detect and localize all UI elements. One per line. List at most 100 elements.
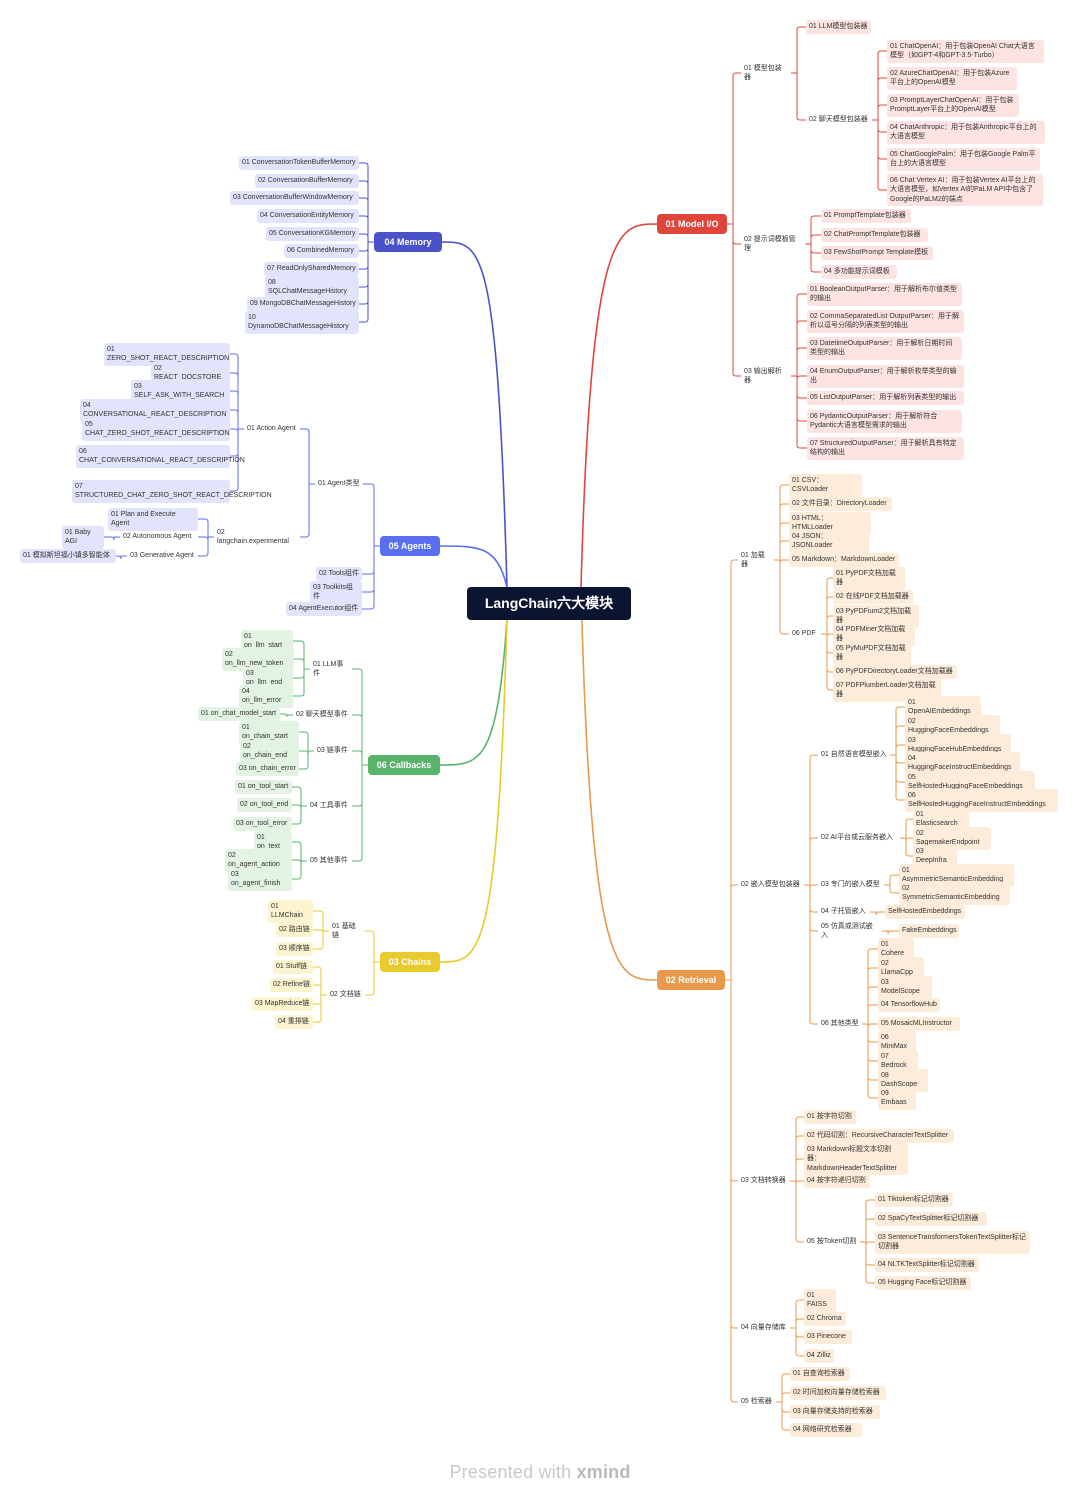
leaf-topic[interactable]: 02 on_tool_end	[237, 798, 292, 812]
leaf-topic[interactable]: 03 on_agent_finish	[228, 867, 292, 891]
leaf-topic[interactable]: FakeEmbeddings	[899, 924, 959, 938]
leaf-topic[interactable]: 02 SymmetricSemanticEmbedding	[899, 881, 1010, 905]
subtopic[interactable]: 02 文档链	[330, 991, 361, 998]
leaf-topic[interactable]: 03 SentenceTransformersTokenTextSplitter…	[875, 1230, 1030, 1254]
subtopic[interactable]: 03 链事件	[317, 747, 348, 754]
leaf-topic[interactable]: 04 NLTKTextSplitter标记切割器	[875, 1258, 979, 1272]
subtopic[interactable]: 01 基础链	[332, 922, 356, 940]
leaf-topic[interactable]: 09 MongoDBChatMessageHistory	[247, 297, 359, 311]
subtopic[interactable]: 02 聊天模型包装器	[809, 116, 868, 123]
leaf-topic[interactable]: 01 模拟斯坦福小镇多智能体	[20, 549, 116, 563]
leaf-topic[interactable]: SelfHostedEmbeddings	[885, 905, 965, 919]
leaf-topic[interactable]: 03 DeepInfra	[913, 844, 957, 868]
leaf-topic[interactable]: 04 网络研究检索器	[790, 1423, 862, 1437]
leaf-topic[interactable]: 05 ListOutputParser：用于解析列表类型的输出	[807, 391, 964, 405]
leaf-topic[interactable]: 06 PydanticOutputParser：用于解析符合Pydantic大语…	[807, 409, 962, 433]
leaf-topic[interactable]: 06 Chat Vertex AI：用于包装Vertex AI平台上的大语言模型…	[887, 173, 1043, 206]
branch-chains[interactable]: 03 Chains	[380, 952, 440, 972]
subtopic[interactable]: 05 检索器	[741, 1398, 772, 1405]
leaf-topic[interactable]: 07 ReadOnlySharedMemory	[264, 262, 359, 276]
leaf-topic[interactable]: 01 OpenAIEmbeddings	[905, 695, 981, 719]
leaf-topic[interactable]: 01 CSV：CSVLoader	[789, 473, 862, 497]
subtopic[interactable]: 05 仿真或测试嵌入	[821, 922, 873, 940]
leaf-topic[interactable]: 03 on_llm_end	[243, 666, 293, 690]
leaf-topic[interactable]: 01 Baby AGI	[62, 525, 104, 549]
branch-retrieval[interactable]: 02 Retrieval	[657, 970, 725, 990]
leaf-topic[interactable]: 02 on_chain_end	[240, 739, 299, 763]
leaf-topic[interactable]: 01 on_llm_start	[241, 629, 293, 653]
branch-agents[interactable]: 05 Agents	[380, 536, 440, 556]
leaf-topic[interactable]: 04 按字符递归切割	[804, 1174, 870, 1188]
subtopic[interactable]: 02 Autonomous Agent	[123, 533, 192, 540]
leaf-topic[interactable]: 08 DashScope	[878, 1068, 928, 1092]
leaf-topic[interactable]: 03 MapReduce链	[252, 997, 313, 1011]
leaf-topic[interactable]: 02 Refine链	[270, 978, 313, 992]
leaf-topic[interactable]: 04 ChatAnthropic：用于包装Anthropic平台上的大语言模型	[887, 120, 1045, 144]
leaf-topic[interactable]: 02 CommaSeparatedList OutputParser：用于解析以…	[807, 309, 964, 333]
leaf-topic[interactable]: 02 Chroma	[804, 1312, 846, 1326]
leaf-topic[interactable]: 01 BooleanOutputParser：用于解析布尔值类型的输出	[807, 282, 962, 306]
leaf-topic[interactable]: 03 Markdown标题文本切割器：MarkdownHeaderTextSpl…	[804, 1142, 908, 1175]
leaf-topic[interactable]: 03 HuggingFaceHubEmbeddings	[905, 733, 1011, 757]
leaf-topic[interactable]: 01 PyPDF文档加载器	[833, 566, 905, 590]
leaf-topic[interactable]: 04 EnumOutputParser：用于解析枚举类型的输出	[807, 364, 964, 388]
leaf-topic[interactable]: 01 on_chain_start	[239, 720, 299, 744]
branch-memory[interactable]: 04 Memory	[374, 232, 442, 252]
leaf-topic[interactable]: 06 PyPDFDirectoryLoader文档加载器	[833, 665, 957, 679]
leaf-topic[interactable]: 02 ConversationBufferMemory	[255, 174, 359, 188]
leaf-topic[interactable]: 08 SQLChatMessageHistory	[265, 275, 359, 299]
leaf-topic[interactable]: 02 LlamaCpp	[878, 956, 924, 980]
leaf-topic[interactable]: 01 LLMChain	[268, 899, 313, 923]
leaf-topic[interactable]: 07 Bedrock	[878, 1049, 918, 1073]
subtopic[interactable]: 05 按Token切割	[807, 1238, 857, 1245]
leaf-topic[interactable]: 02 文件目录：DirectoryLoader	[789, 497, 892, 511]
leaf-topic[interactable]: 05 ChatGooglePalm：用于包装Google Palm平台上的大语言…	[887, 147, 1040, 171]
leaf-topic[interactable]: 01 ChatOpenAI：用于包装OpenAI Chat大语言模型（如GPT-…	[887, 39, 1044, 63]
leaf-topic[interactable]: 02 SpaCyTextSplitter标记切割器	[875, 1212, 987, 1226]
leaf-topic[interactable]: 06 SelfHostedHuggingFaceInstructEmbeddin…	[905, 788, 1058, 812]
subtopic[interactable]: 05 其他事件	[310, 857, 348, 864]
leaf-topic[interactable]: 01 ConversationTokenBufferMemory	[239, 156, 359, 170]
leaf-topic[interactable]: 04 多功能提示词模板	[821, 265, 897, 279]
subtopic[interactable]: 03 Generative Agent	[130, 552, 194, 559]
leaf-topic[interactable]: 05 CHAT_ZERO_SHOT_REACT_DESCRIPTION	[82, 417, 230, 441]
leaf-topic[interactable]: 09 Embaas	[878, 1086, 916, 1110]
leaf-topic[interactable]: 03 Pinecone	[804, 1330, 852, 1344]
leaf-topic[interactable]: 01 Cohere	[878, 937, 914, 961]
leaf-topic[interactable]: 02 路由链	[276, 923, 313, 937]
leaf-topic[interactable]: 04 重排链	[275, 1015, 313, 1029]
leaf-topic[interactable]: 04 ConversationEntityMemory	[257, 209, 359, 223]
subtopic[interactable]: 04 子托管嵌入	[821, 908, 866, 915]
leaf-topic[interactable]: 03 向量存储支持的检索器	[790, 1405, 880, 1419]
branch-callbacks[interactable]: 06 Callbacks	[368, 755, 440, 775]
leaf-topic[interactable]: 02 on_agent_action	[225, 848, 292, 872]
leaf-topic[interactable]: 03 on_tool_error	[233, 817, 292, 831]
leaf-topic[interactable]: 01 ZERO_SHOT_REACT_DESCRIPTION	[104, 342, 230, 366]
subtopic[interactable]: 02 聊天模型事件	[296, 711, 348, 718]
leaf-topic[interactable]: 01 LLM模型包装器	[806, 20, 871, 34]
leaf-topic[interactable]: 02 Tools组件	[316, 567, 362, 581]
leaf-topic[interactable]: 03 on_chain_error	[236, 762, 299, 776]
leaf-topic[interactable]: 02 SagemakerEndpoint	[913, 826, 991, 850]
leaf-topic[interactable]: 01 PromptTemplate包装器	[821, 209, 911, 223]
leaf-topic[interactable]: 04 Zilliz	[804, 1349, 834, 1363]
leaf-topic[interactable]: 06 CombinedMemory	[284, 244, 359, 258]
leaf-topic[interactable]: 03 SELF_ASK_WITH_SEARCH	[131, 379, 230, 403]
subtopic[interactable]: 04 向量存储库	[741, 1324, 786, 1331]
leaf-topic[interactable]: 04 PDFMiner文档加载器	[833, 622, 915, 646]
leaf-topic[interactable]: 06 CHAT_CONVERSATIONAL_REACT_DESCRIPTION	[76, 444, 245, 468]
leaf-topic[interactable]: 01 on_chat_model_start	[198, 707, 280, 721]
leaf-topic[interactable]: 01 自查询检索器	[790, 1367, 850, 1381]
leaf-topic[interactable]: 01 FAISS	[804, 1288, 836, 1312]
leaf-topic[interactable]: 05 ConversationKGMemory	[266, 227, 359, 241]
leaf-topic[interactable]: 10 DynamoDBChatMessageHistory	[245, 310, 359, 334]
root-topic[interactable]: LangChain六大模块	[467, 587, 631, 620]
subtopic[interactable]: 02 AI平台或云服务嵌入	[821, 834, 893, 841]
leaf-topic[interactable]: 04 CONVERSATIONAL_REACT_DESCRIPTION	[80, 398, 230, 422]
leaf-topic[interactable]: 03 FewShotPrompt Template模板	[821, 246, 933, 260]
leaf-topic[interactable]: 03 HTML：HTMLLoader	[789, 511, 871, 535]
leaf-topic[interactable]: 03 ConversationBufferWindowMemory	[230, 191, 359, 205]
leaf-topic[interactable]: 04 TensorflowHub	[878, 998, 940, 1012]
leaf-topic[interactable]: 02 REACT_DOCSTORE	[151, 361, 230, 385]
leaf-topic[interactable]: 03 PromptLayerChatOpenAI：用于包装PromptLayer…	[887, 93, 1019, 117]
